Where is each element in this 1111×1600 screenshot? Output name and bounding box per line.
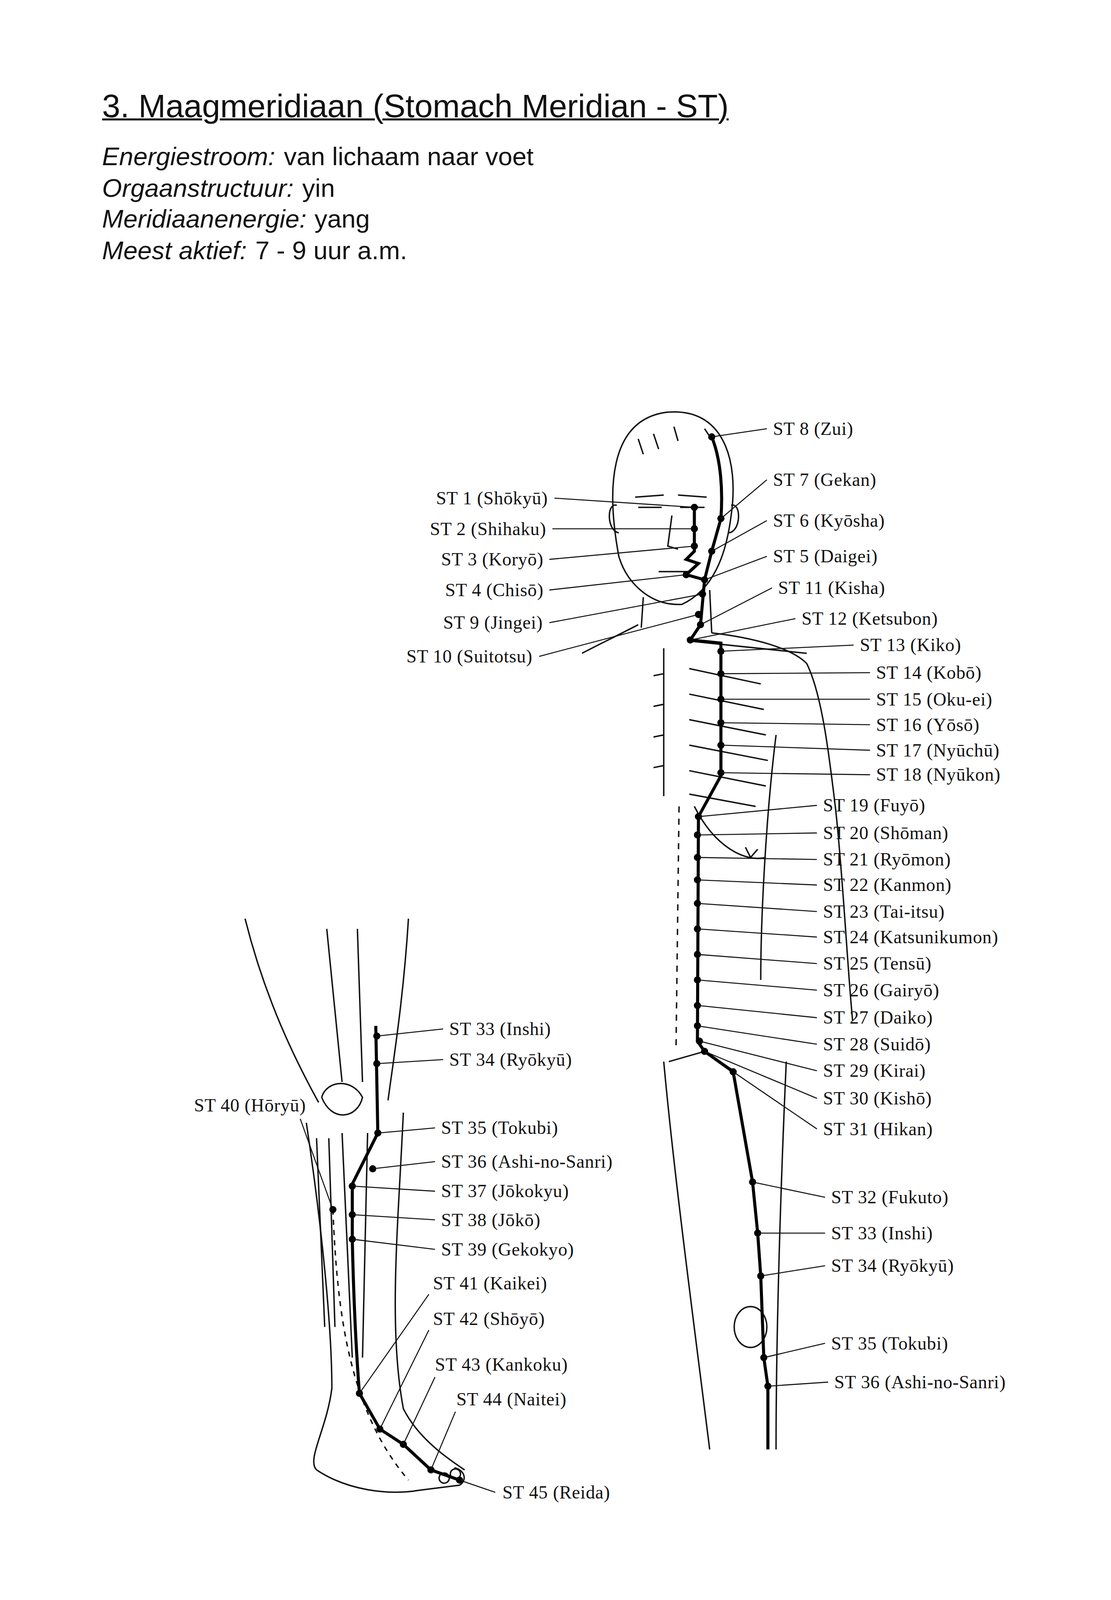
point-label: ST 5 (Daigei) <box>773 545 878 567</box>
header-text: van lichaam naar voet <box>283 141 534 171</box>
point-label: ST 23 (Tai-itsu) <box>823 900 945 923</box>
point-label: ST 11 (Kisha) <box>778 577 886 599</box>
point-label: ST 10 (Suitotsu) <box>406 646 533 668</box>
point-label: ST 9 (Jingei) <box>442 612 543 634</box>
point-label: ST 3 (Koryō) <box>441 548 544 571</box>
point-label: ST 16 (Yōsō) <box>876 714 980 736</box>
header-text: Meest aktief: <box>101 235 247 266</box>
point-label: ST 18 (Nyūkon) <box>876 764 1001 786</box>
point-label: ST 35 (Tokubi) <box>441 1117 559 1139</box>
point-label: ST 34 (Ryōkyū) <box>831 1255 954 1277</box>
point-label: ST 4 (Chisō) <box>445 579 544 601</box>
point-label: ST 1 (Shōkyū) <box>435 487 549 509</box>
header-text: yang <box>314 203 371 234</box>
point-label: ST 31 (Hikan) <box>823 1118 934 1140</box>
point-label: ST 15 (Oku-ei) <box>876 688 993 710</box>
point-label: ST 43 (Kankoku) <box>435 1354 568 1376</box>
point-label: ST 37 (Jōkokyu) <box>441 1180 570 1202</box>
point-label: ST 14 (Kobō) <box>876 662 982 684</box>
point-label: ST 35 (Tokubi) <box>831 1332 948 1355</box>
header-text: Orgaanstructuur: <box>101 173 294 203</box>
point-label: ST 36 (Ashi-no-Sanri) <box>834 1372 1006 1394</box>
point-label: ST 29 (Kirai) <box>823 1060 926 1082</box>
body-outline <box>245 412 853 1493</box>
point-label: ST 17 (Nyūchū) <box>876 739 1000 761</box>
point-label: ST 30 (Kishō) <box>823 1088 933 1110</box>
point-label: ST 40 (Hōryū) <box>193 1095 306 1117</box>
page-title: 3. Maagmeridiaan (Stomach Meridian - ST) <box>101 87 729 126</box>
point-label: ST 41 (Kaikei) <box>432 1272 548 1294</box>
point-label: ST 22 (Kanmon) <box>823 874 952 896</box>
header-text: Meridiaanenergie: <box>101 203 307 234</box>
point-label: ST 21 (Ryōmon) <box>823 849 952 871</box>
point-label: ST 42 (Shōyō) <box>432 1308 545 1330</box>
acupoint-dots <box>329 433 772 1485</box>
point-label: ST 36 (Ashi-no-Sanri) <box>441 1151 613 1173</box>
header-text: 7 - 9 uur a.m. <box>255 235 407 266</box>
point-label: ST 26 (Gairyō) <box>823 979 940 1001</box>
point-label: ST 32 (Fukuto) <box>831 1187 949 1209</box>
point-label: ST 2 (Shihaku) <box>429 518 547 540</box>
point-label: ST 8 (Zui) <box>773 417 854 440</box>
point-label: ST 7 (Gekan) <box>773 469 877 491</box>
point-label: ST 45 (Reida) <box>502 1482 610 1504</box>
point-label: ST 12 (Ketsubon) <box>801 608 938 630</box>
point-label: ST 33 (Inshi) <box>449 1018 551 1040</box>
point-label: ST 25 (Tensū) <box>823 953 932 975</box>
meridian-line <box>352 436 769 1481</box>
point-label: ST 27 (Daiko) <box>823 1007 934 1029</box>
point-label: ST 33 (Inshi) <box>831 1222 933 1244</box>
header-text: yin <box>302 173 335 203</box>
point-label: ST 44 (Naitei) <box>456 1389 567 1411</box>
point-label: ST 13 (Kiko) <box>859 634 962 656</box>
point-label: ST 24 (Katsunikumon) <box>823 926 999 948</box>
point-label: ST 38 (Jōkō) <box>441 1209 541 1231</box>
point-label: ST 39 (Gekokyo) <box>441 1239 574 1261</box>
point-label: ST 28 (Suidō) <box>823 1034 931 1056</box>
point-label: ST 20 (Shōman) <box>823 822 949 844</box>
point-label: ST 34 (Ryōkyū) <box>449 1049 572 1071</box>
point-label: ST 19 (Fuyō) <box>823 795 926 817</box>
point-label: ST 6 (Kyōsha) <box>773 510 886 532</box>
header-text: Energiestroom: <box>101 141 276 171</box>
